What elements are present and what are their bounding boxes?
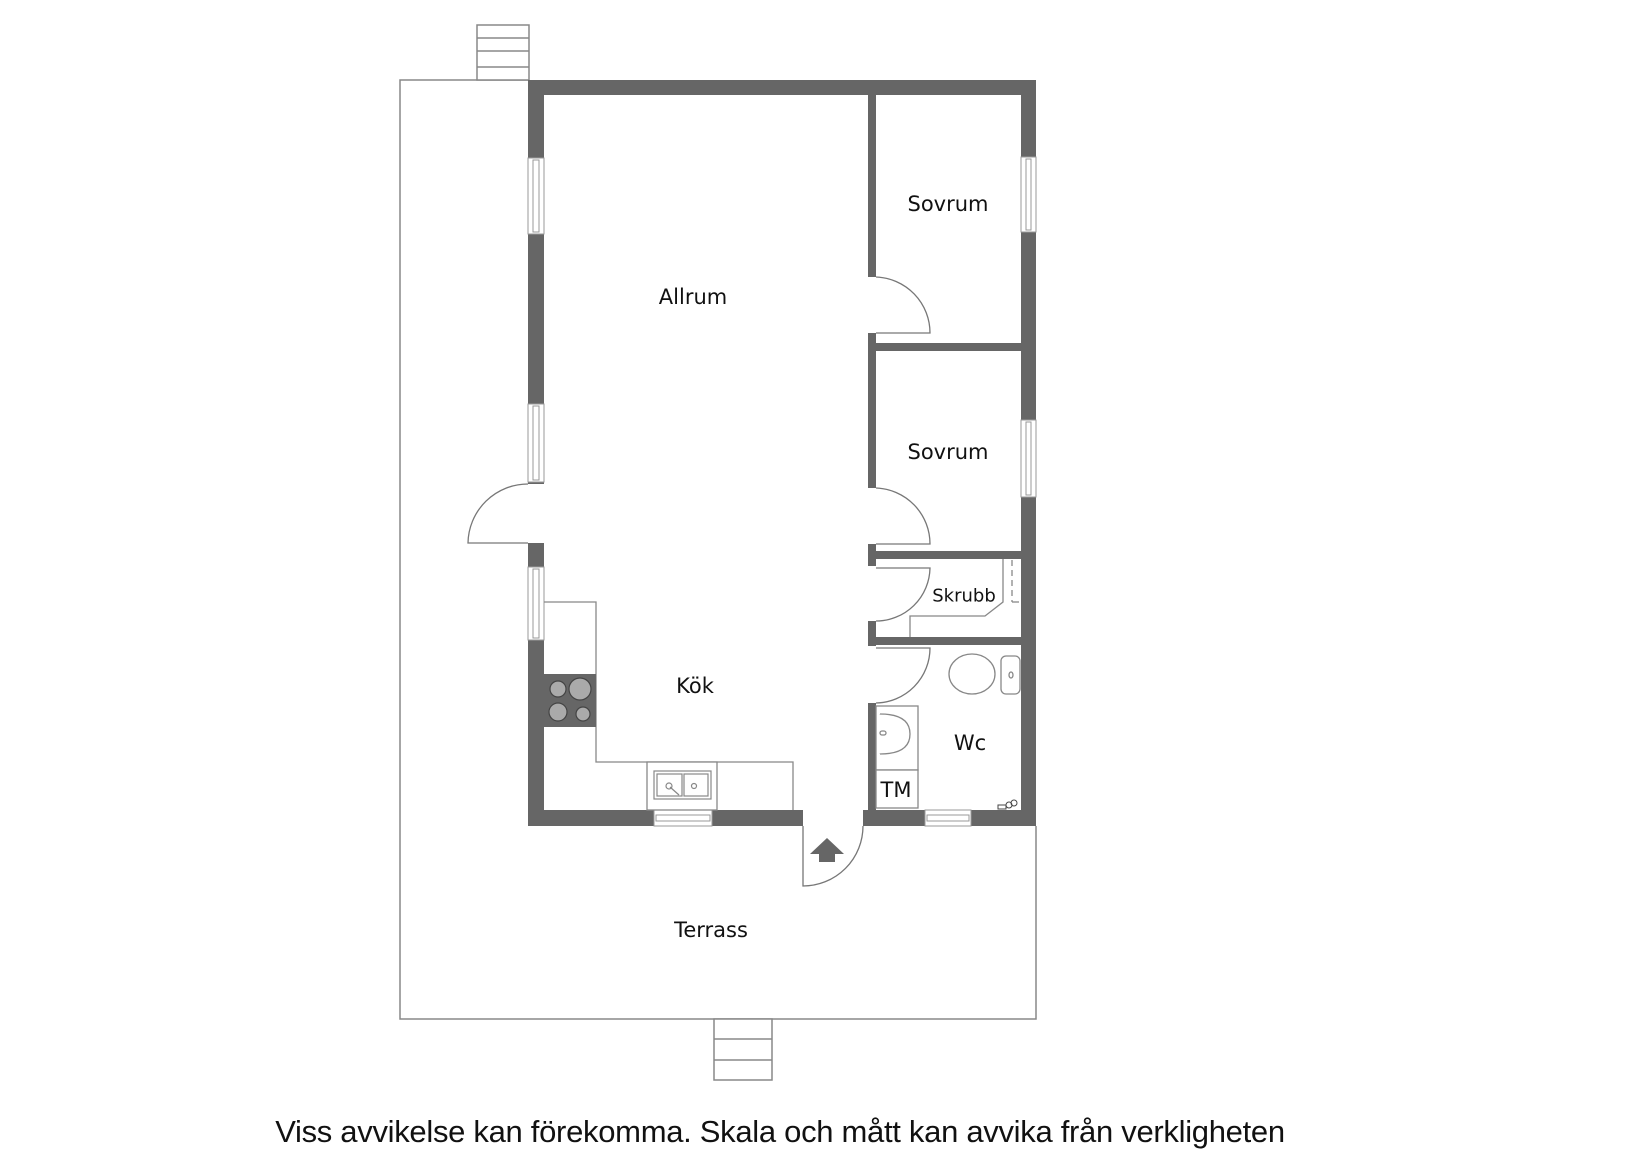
room-label-sovrum-1: Sovrum bbox=[907, 192, 989, 216]
toilet-icon bbox=[948, 653, 1021, 695]
room-label-kok: Kök bbox=[676, 674, 714, 698]
terrace-outline bbox=[399, 79, 1037, 1020]
floor-drain-icon bbox=[997, 799, 1018, 810]
stove-icon bbox=[544, 674, 596, 727]
sink-icon bbox=[653, 770, 712, 800]
room-label-tm: TM bbox=[880, 778, 912, 802]
skrubb-shelving bbox=[909, 559, 1019, 637]
room-label-sovrum-2: Sovrum bbox=[907, 440, 989, 464]
interior-walls bbox=[868, 95, 1021, 810]
disclaimer-caption: Viss avvikelse kan förekomma. Skala och … bbox=[275, 1114, 1285, 1149]
exterior-walls bbox=[528, 80, 1036, 826]
stairs-icon-top bbox=[476, 24, 530, 81]
stairs-icon-bottom bbox=[713, 1018, 773, 1081]
room-label-wc: Wc bbox=[953, 731, 987, 755]
kitchen-counter bbox=[544, 601, 794, 811]
entrance-arrow-icon bbox=[810, 838, 844, 862]
door-swing-icon bbox=[467, 276, 931, 887]
room-label-allrum: Allrum bbox=[658, 285, 728, 309]
room-label-terrass: Terrass bbox=[674, 918, 748, 942]
window-icon bbox=[527, 156, 1037, 827]
room-label-skrubb: Skrubb bbox=[932, 585, 996, 607]
washbasin-icon bbox=[875, 705, 919, 809]
